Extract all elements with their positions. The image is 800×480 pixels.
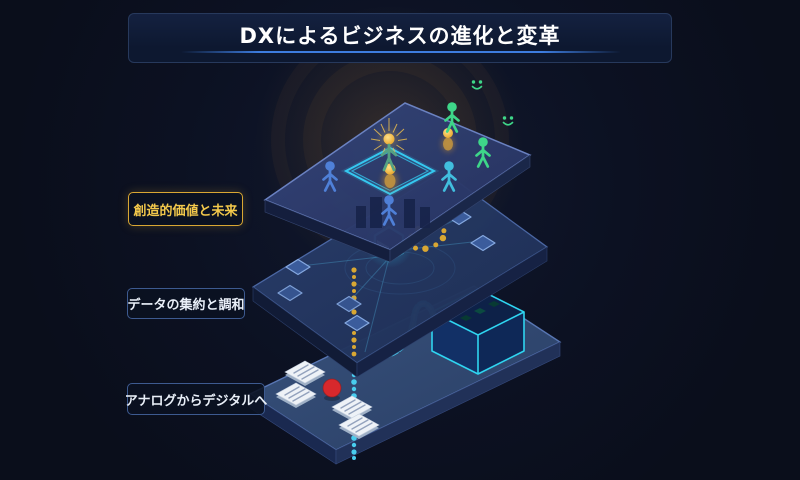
person-icon-blue-front	[381, 195, 397, 226]
document-icon	[284, 360, 326, 386]
chip-tile	[285, 258, 311, 276]
chip-tile	[277, 284, 303, 302]
orb-person-icon	[441, 128, 455, 152]
layer-label-text: アナログからデジタルへ	[124, 393, 268, 409]
server-box-icon	[431, 288, 525, 375]
page-title: DXによるビジネスの進化と変革	[239, 24, 561, 48]
chip-tile	[336, 295, 362, 313]
title-underline	[181, 51, 621, 53]
person-icon-blue-left	[322, 161, 338, 192]
layer-label-data: データの集約と調和	[127, 288, 245, 319]
layer-label-text: データの集約と調和	[127, 298, 245, 313]
layer-platform-top	[263, 102, 532, 263]
smiley-icon	[471, 80, 483, 90]
highlight-diamond	[340, 145, 440, 197]
layer-label-text: 創造的価値と未来	[133, 203, 238, 219]
chip-tile	[470, 234, 496, 252]
bar-chart-silhouette	[356, 197, 430, 228]
person-icon-cyan	[441, 161, 457, 192]
chip-tile	[344, 314, 370, 332]
document-icons	[275, 360, 380, 439]
idea-person-icon	[370, 118, 408, 172]
document-icon	[275, 382, 317, 408]
red-alert-dot	[322, 378, 342, 401]
title-bar: DXによるビジネスの進化と変革	[128, 13, 672, 63]
layer-label-analog: アナログからデジタルへ	[124, 383, 268, 415]
person-icon-green-top	[444, 102, 460, 133]
smiley-icon	[502, 116, 514, 126]
document-icon	[338, 413, 380, 439]
layer-label-future: 創造的価値と未来	[128, 192, 243, 226]
person-icon-green-right	[475, 137, 491, 168]
